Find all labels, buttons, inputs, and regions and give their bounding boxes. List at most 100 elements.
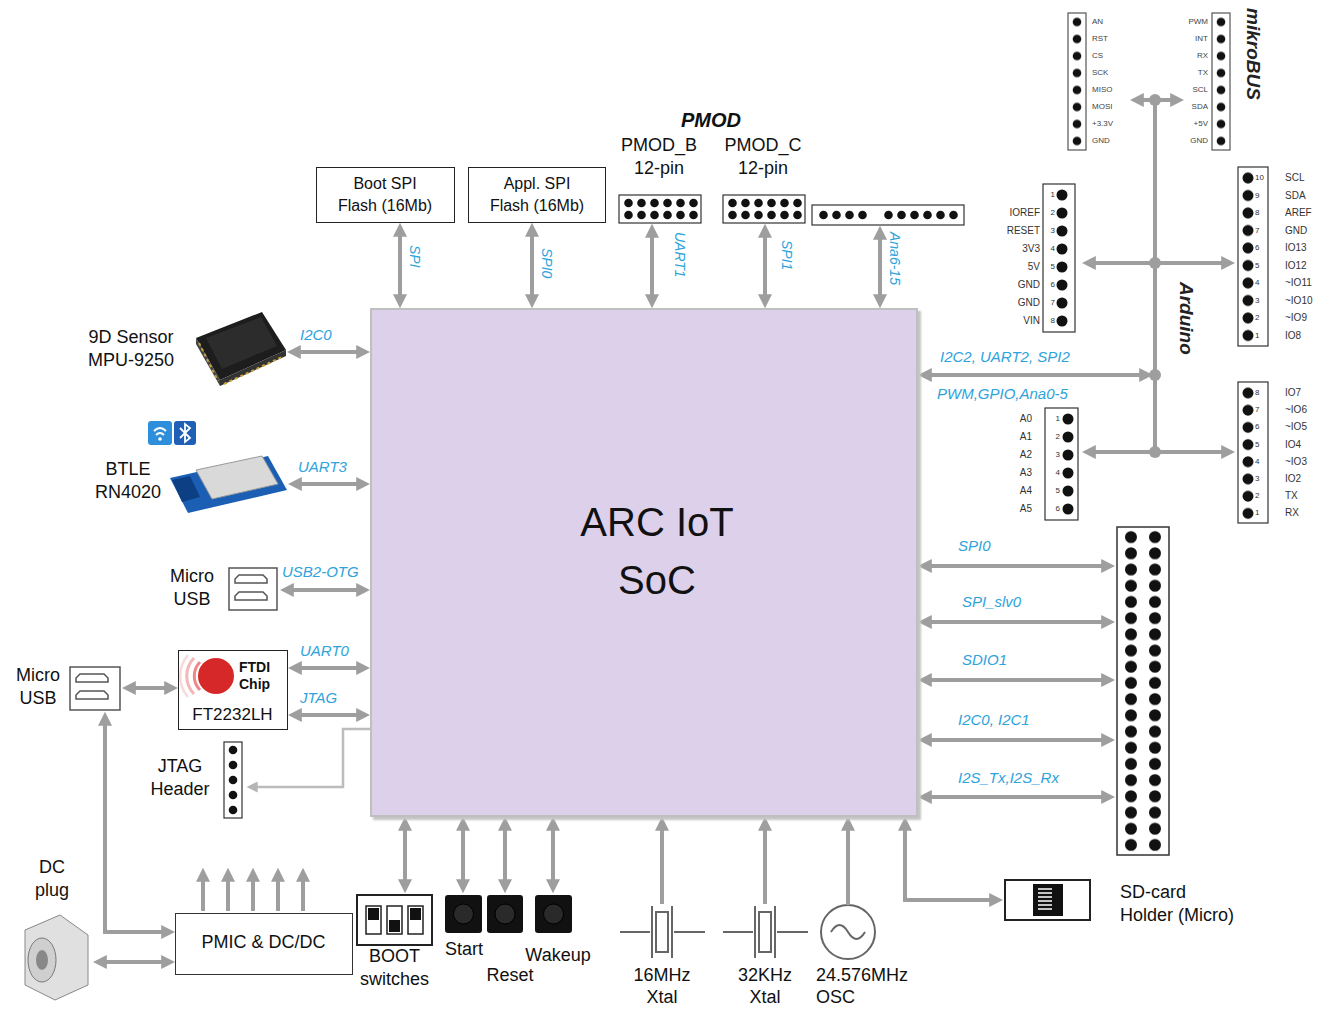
bus-junction	[1149, 446, 1161, 458]
ble-module: BTLE RN4020	[88, 418, 288, 513]
pin-number: 2	[1255, 313, 1259, 323]
node-label: Reset	[475, 965, 545, 985]
usb-connector	[76, 674, 108, 682]
pin-name: ~IO6	[1285, 404, 1307, 416]
node-label: BOOT switches	[352, 945, 437, 991]
pin-header	[1119, 529, 1167, 853]
bus-label: SDIO1	[962, 651, 1007, 669]
pin-name: CS	[1092, 51, 1103, 61]
node-label: JTAG Header	[143, 755, 217, 801]
bus-arrow	[551, 821, 555, 889]
push-button	[445, 895, 572, 933]
node-label: ARC IoT SoC	[557, 493, 757, 609]
bus-arrow	[650, 228, 654, 304]
pin-name: TX	[1285, 490, 1298, 502]
node-label: 24.576MHz OSC	[816, 964, 926, 1008]
pin-name: SDA	[1285, 190, 1306, 202]
pin-name: SDA	[1160, 102, 1208, 112]
pin-number: 2	[1045, 208, 1055, 218]
usb-connector	[76, 691, 108, 699]
bus-arrow	[97, 960, 171, 964]
node-label: Start	[429, 939, 499, 959]
power-block: PMIC & DC/DC	[175, 913, 353, 975]
pin-number: 8	[1045, 316, 1055, 326]
pin-name: TX	[1160, 68, 1208, 78]
flash-connector-arrows	[201, 872, 205, 911]
pin-number: 7	[1255, 405, 1259, 415]
pin-number: 3	[1255, 296, 1259, 306]
pin-name: IO2	[1285, 473, 1301, 485]
dc-jack	[28, 938, 56, 982]
pin-header	[1238, 169, 1268, 344]
pin-header	[723, 195, 805, 223]
pin-name: A1	[1000, 431, 1032, 443]
pin-number: 4	[1045, 244, 1055, 254]
pin-number: 4	[1048, 468, 1060, 478]
flash-connector-arrows	[922, 373, 1149, 377]
node-label: Boot SPI Flash (16Mb)	[333, 173, 437, 217]
pin-number: 3	[1255, 474, 1259, 484]
pin-header	[229, 746, 238, 755]
sensor-chip	[196, 312, 286, 386]
bus-arrow	[763, 228, 767, 304]
pin-header	[224, 742, 242, 818]
bus-junction	[1149, 94, 1161, 458]
bus-label: SPI1	[778, 240, 796, 270]
bus-arrow	[530, 227, 534, 304]
pin-number: 2	[1048, 432, 1060, 442]
pin-name: A2	[1000, 449, 1032, 461]
flash-connector-arrows	[922, 620, 1111, 624]
pin-number: 6	[1255, 243, 1259, 253]
push-button: Wakeup	[526, 893, 590, 968]
node-label: 9D Sensor MPU-9250	[75, 326, 187, 372]
node-label: Wakeup	[521, 945, 595, 965]
crystal-symbol	[723, 906, 808, 958]
sd-card-slot	[1038, 889, 1052, 909]
pin-name: GND	[985, 297, 1040, 309]
wireless-icon	[158, 437, 162, 441]
bus-arrow	[105, 716, 171, 932]
crystal-symbol	[759, 912, 771, 952]
node-label: SD-card Holder (Micro)	[1120, 881, 1244, 927]
pin-name: SCL	[1285, 172, 1304, 184]
crystal-symbol	[620, 906, 705, 958]
wireless-icon	[174, 421, 196, 445]
bus-label: I2C2, UART2, SPI2	[940, 348, 1070, 366]
jtag-header: JTAG Header	[143, 740, 246, 820]
pin-name: ~IO9	[1285, 312, 1307, 324]
pin-number: 9	[1255, 191, 1259, 201]
sensor-module: 9D Sensor MPU-9250	[75, 308, 287, 386]
sensor-chip	[196, 312, 286, 380]
pin-name: A3	[1000, 467, 1032, 479]
bus-arrow	[905, 821, 999, 900]
dip-switch: BOOT switches	[352, 893, 437, 993]
pin-name: SCL	[1160, 85, 1208, 95]
flash-box: Appl. SPI Flash (16Mb)	[468, 167, 606, 223]
ftdi-logo	[187, 658, 194, 694]
bus-arrow	[503, 821, 507, 889]
ble-module	[196, 456, 278, 499]
pin-name: ~IO10	[1285, 295, 1313, 307]
push-button	[487, 895, 523, 933]
pin-number: 6	[1048, 504, 1060, 514]
pin-name: INT	[1160, 34, 1208, 44]
sensor-chip	[206, 317, 277, 369]
connector-title: mikroBUS	[1242, 8, 1264, 100]
oscillator-symbol	[831, 925, 865, 939]
pin-name: A4	[1000, 485, 1032, 497]
pin-number: 10	[1255, 173, 1264, 183]
dip-switch	[368, 908, 379, 920]
pin-name: 3V3	[985, 243, 1040, 255]
pin-name: 5V	[985, 261, 1040, 273]
pin-name: GND	[1160, 136, 1208, 146]
bus-label: SPI0	[958, 537, 991, 555]
bus-junction	[1149, 369, 1161, 381]
pin-header	[224, 13, 1268, 855]
pin-header	[1043, 184, 1075, 332]
flash-connector-arrows	[922, 738, 1111, 742]
pin-number: 3	[1045, 226, 1055, 236]
dc-jack	[25, 915, 88, 1000]
crystal: 32KHz Xtal	[725, 904, 805, 1010]
pin-name: GND	[985, 279, 1040, 291]
bus-arrow	[291, 350, 366, 354]
